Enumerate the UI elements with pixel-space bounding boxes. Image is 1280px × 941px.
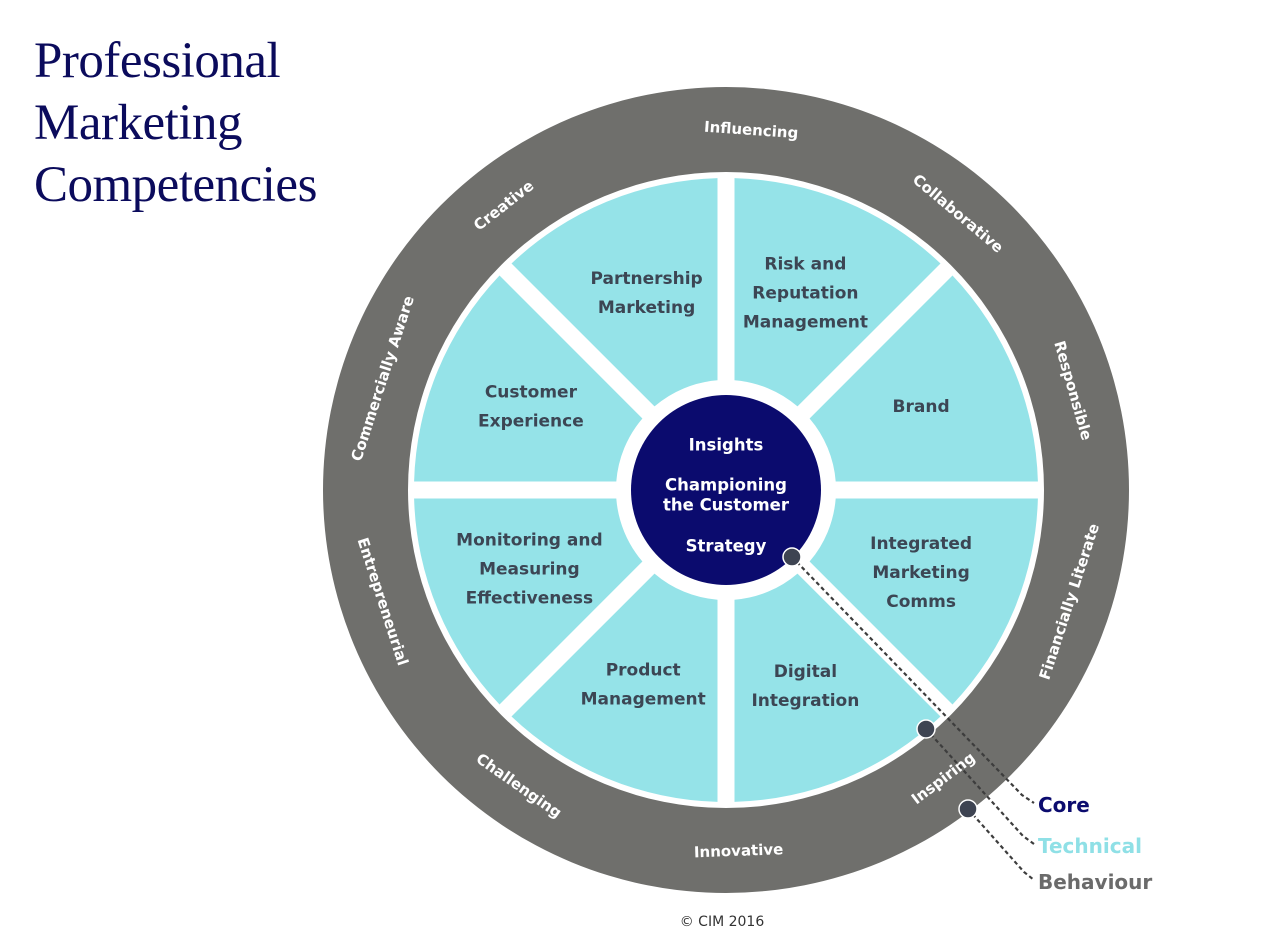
- segment-label: Partnership: [590, 269, 702, 289]
- legend-label-technical: Technical: [1038, 834, 1142, 858]
- segment-customer-experience: [414, 275, 643, 482]
- title-line: Professional: [34, 33, 281, 89]
- legend-marker-core: [782, 547, 802, 567]
- segment-brand: [809, 275, 1038, 482]
- segment-partnership-marketing: [511, 178, 718, 407]
- segment-label: Brand: [893, 397, 950, 417]
- behaviour-label: Innovative: [694, 840, 784, 861]
- segment-risk-reputation: [734, 178, 941, 407]
- segment-integrated-marketing-comms: [809, 498, 1038, 705]
- title-line: Marketing: [34, 95, 242, 151]
- segment-product-management: [511, 573, 718, 802]
- segment-label: Customer: [485, 383, 578, 403]
- segment-label: Marketing: [598, 298, 695, 318]
- core-label: Championing: [665, 476, 787, 495]
- segment-label: Risk and: [764, 254, 846, 274]
- core-label: the Customer: [663, 496, 790, 515]
- core-label: Strategy: [686, 537, 767, 556]
- segment-monitoring-measuring: [414, 498, 643, 705]
- legend-marker-behaviour: [958, 799, 978, 819]
- legend-leader-core: [791, 556, 1035, 804]
- core-disc: [631, 395, 821, 585]
- segment-label: Marketing: [872, 563, 969, 583]
- legend-marker-technical: [916, 719, 936, 739]
- core-label: Insights: [689, 436, 764, 455]
- segment-label: Measuring: [479, 559, 580, 579]
- behaviour-ring: InfluencingCollaborativeResponsibleFinan…: [323, 87, 1129, 893]
- segment-label: Integration: [751, 691, 859, 711]
- legend-leader-behaviour: [967, 808, 1035, 881]
- segment-label: Integrated: [870, 534, 972, 554]
- segment-label: Reputation: [752, 283, 858, 303]
- copyright-text: © CIM 2016: [680, 914, 765, 930]
- segment-label: Digital: [774, 662, 837, 682]
- segment-label: Management: [581, 690, 706, 710]
- title-line: Competencies: [34, 157, 317, 213]
- page-title: Professional Marketing Competencies: [34, 30, 317, 216]
- segment-label: Management: [743, 312, 868, 332]
- segment-digital-integration: [734, 573, 941, 802]
- legend-label-core: Core: [1038, 793, 1090, 817]
- segment-label: Comms: [886, 592, 956, 612]
- segment-label: Monitoring and: [456, 530, 602, 550]
- legend-label-behaviour: Behaviour: [1038, 870, 1152, 894]
- segment-label: Experience: [478, 412, 584, 432]
- segment-label: Effectiveness: [466, 588, 593, 608]
- segment-label: Product: [606, 661, 681, 681]
